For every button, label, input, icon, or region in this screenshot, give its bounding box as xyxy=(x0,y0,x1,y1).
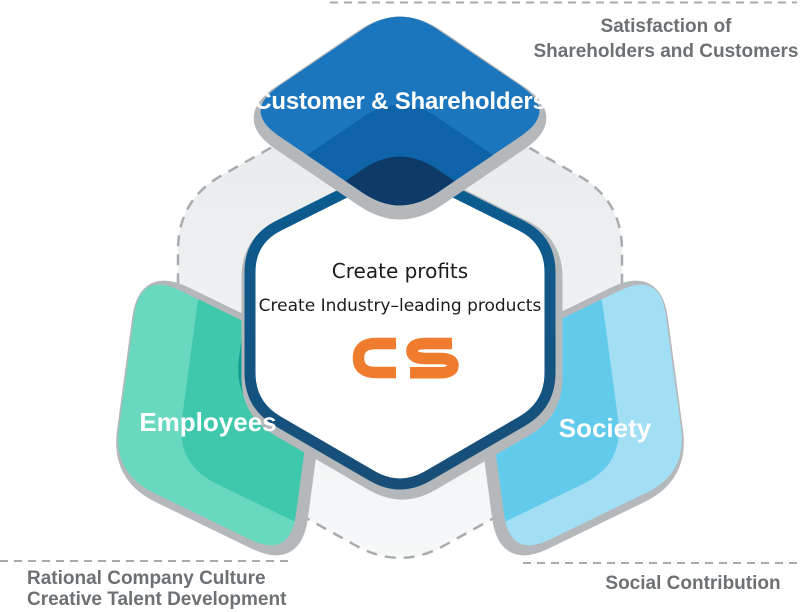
caption-bottom-right: Social Contribution xyxy=(605,573,780,594)
caption-bottom-left-line2: Creative Talent Development xyxy=(27,589,287,610)
caption-top-right-line1: Satisfaction of xyxy=(601,16,733,37)
employees-label: Employees xyxy=(139,407,276,437)
center-hexagon xyxy=(241,166,563,500)
cs-logo xyxy=(352,337,459,379)
caption-separators xyxy=(0,1,798,564)
caption-top-right-line2: Shareholders and Customers xyxy=(533,41,798,62)
cs-logo-letter-s xyxy=(406,337,459,379)
captions: Satisfaction of Shareholders and Custome… xyxy=(27,16,799,610)
cs-logo-letter-c xyxy=(352,337,396,379)
caption-bottom-left-line1: Rational Company Culture xyxy=(27,568,266,589)
center-hexagon-shape xyxy=(244,166,556,490)
center-text-line1: Create profits xyxy=(332,259,468,283)
society-label: Society xyxy=(559,413,652,443)
customer-shareholders-label: Customer & Shareholders xyxy=(254,88,545,115)
center-text-line2: Create Industry–leading products xyxy=(259,296,542,316)
